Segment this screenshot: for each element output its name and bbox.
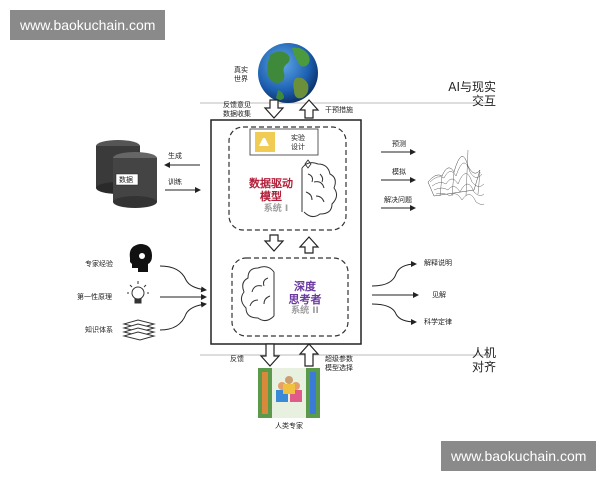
output-predict-label: 预测 (392, 140, 406, 148)
output-insight-label: 见解 (432, 291, 446, 299)
experiment-label: 实验 设计 (291, 134, 305, 151)
system1-title: 数据驱动 模型 (249, 177, 293, 203)
arrow-explain (371, 261, 417, 287)
arrow-laws (371, 303, 417, 325)
globe-icon (258, 43, 318, 103)
arrow-knowledge (159, 301, 207, 331)
watermark-bottom: www.baokuchain.com (441, 441, 597, 471)
feedback-data-label: 反馈意见 数据收集 (223, 101, 251, 118)
head-icon (129, 244, 152, 272)
experts-image (258, 368, 320, 418)
output-solve-label: 解决问题 (384, 196, 412, 204)
brain-icon-system2 (240, 266, 275, 322)
section-label-bottom: 人机 对齐 (471, 346, 496, 374)
feedback-label: 反馈 (230, 355, 244, 363)
surface-plot-icon (427, 149, 485, 205)
train-label: 训练 (168, 178, 182, 186)
watermark-top: www.baokuchain.com (10, 10, 166, 40)
arrow-down-top (263, 99, 285, 119)
input-expert-label: 专家经验 (85, 260, 113, 268)
arrow-down-middle (263, 234, 285, 252)
world-label: 真实 世界 (234, 66, 248, 83)
brain-icon-system1 (301, 162, 338, 218)
main-frame (210, 119, 362, 345)
arrow-up-middle (298, 236, 320, 254)
database-icon (96, 140, 157, 208)
books-icon (122, 319, 156, 341)
arrow-down-bottom (259, 343, 281, 367)
output-explain-label: 解释说明 (424, 259, 452, 267)
output-simulate-label: 模拟 (392, 168, 406, 176)
database-label: 数据 (119, 176, 133, 184)
input-knowledge-label: 知识体系 (85, 326, 113, 334)
input-principles-label: 第一性原理 (77, 293, 112, 301)
section-label-top: AI与现实 交互 (448, 80, 496, 108)
hyperparams-label: 超级参数 模型选择 (325, 355, 353, 372)
system1-subtitle: 系统 I (263, 204, 289, 214)
intervention-label: 干预措施 (325, 106, 353, 114)
lightbulb-icon (127, 281, 149, 304)
generate-label: 生成 (168, 152, 182, 160)
experts-label: 人类专家 (275, 422, 303, 430)
system2-subtitle: 系统 II (291, 306, 319, 316)
arrow-expert-experience (159, 265, 207, 293)
system2-box (231, 257, 349, 337)
output-laws-label: 科学定律 (424, 318, 452, 326)
arrow-up-top (298, 99, 320, 119)
arrow-up-bottom (298, 343, 320, 367)
system2-title: 深度 思考者 (288, 280, 322, 306)
system1-box (228, 126, 347, 231)
